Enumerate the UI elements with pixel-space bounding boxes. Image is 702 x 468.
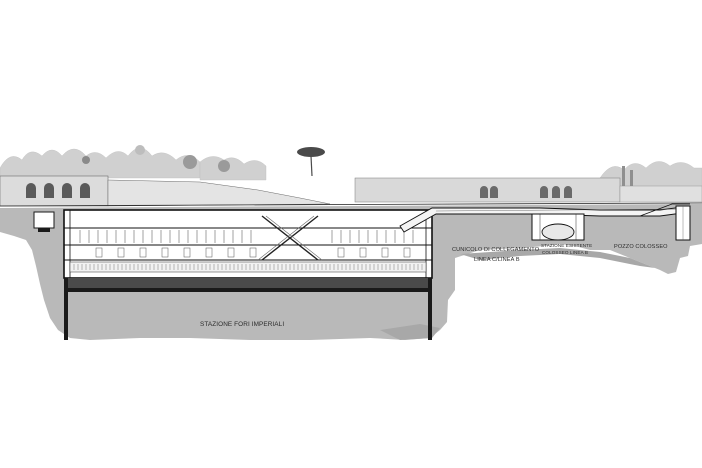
right-building bbox=[354, 177, 702, 203]
station-details bbox=[73, 230, 423, 270]
label-pozzo-colosseo: POZZO COLOSSEO bbox=[614, 244, 668, 250]
existing-station bbox=[531, 213, 585, 241]
pine-tree bbox=[297, 147, 325, 177]
label-station-fori-imperiali: STAZIONE FORI IMPERIALI bbox=[200, 321, 285, 328]
shaft-colosseo bbox=[675, 205, 691, 241]
label-existing-station-line1: STAZIONE ESISTENTE bbox=[541, 243, 593, 248]
ground-dark-patch-2 bbox=[460, 248, 655, 268]
label-existing-station-line2: COLOSSEO LINEA B bbox=[542, 250, 589, 255]
label-tunnel-line1: CUNICOLO DI COLLEGAMENTO bbox=[452, 247, 540, 253]
ground-surface-line bbox=[0, 202, 702, 207]
left-shaft bbox=[33, 211, 55, 232]
left-building bbox=[0, 175, 331, 207]
ground-dark-patch bbox=[380, 324, 440, 340]
vegetation bbox=[0, 147, 702, 191]
foundation bbox=[64, 278, 432, 340]
trees-left bbox=[82, 145, 230, 172]
label-tunnel-line2: LINEA C/LINEA B bbox=[474, 257, 520, 263]
trees-right bbox=[622, 166, 633, 188]
station-box bbox=[63, 209, 433, 279]
